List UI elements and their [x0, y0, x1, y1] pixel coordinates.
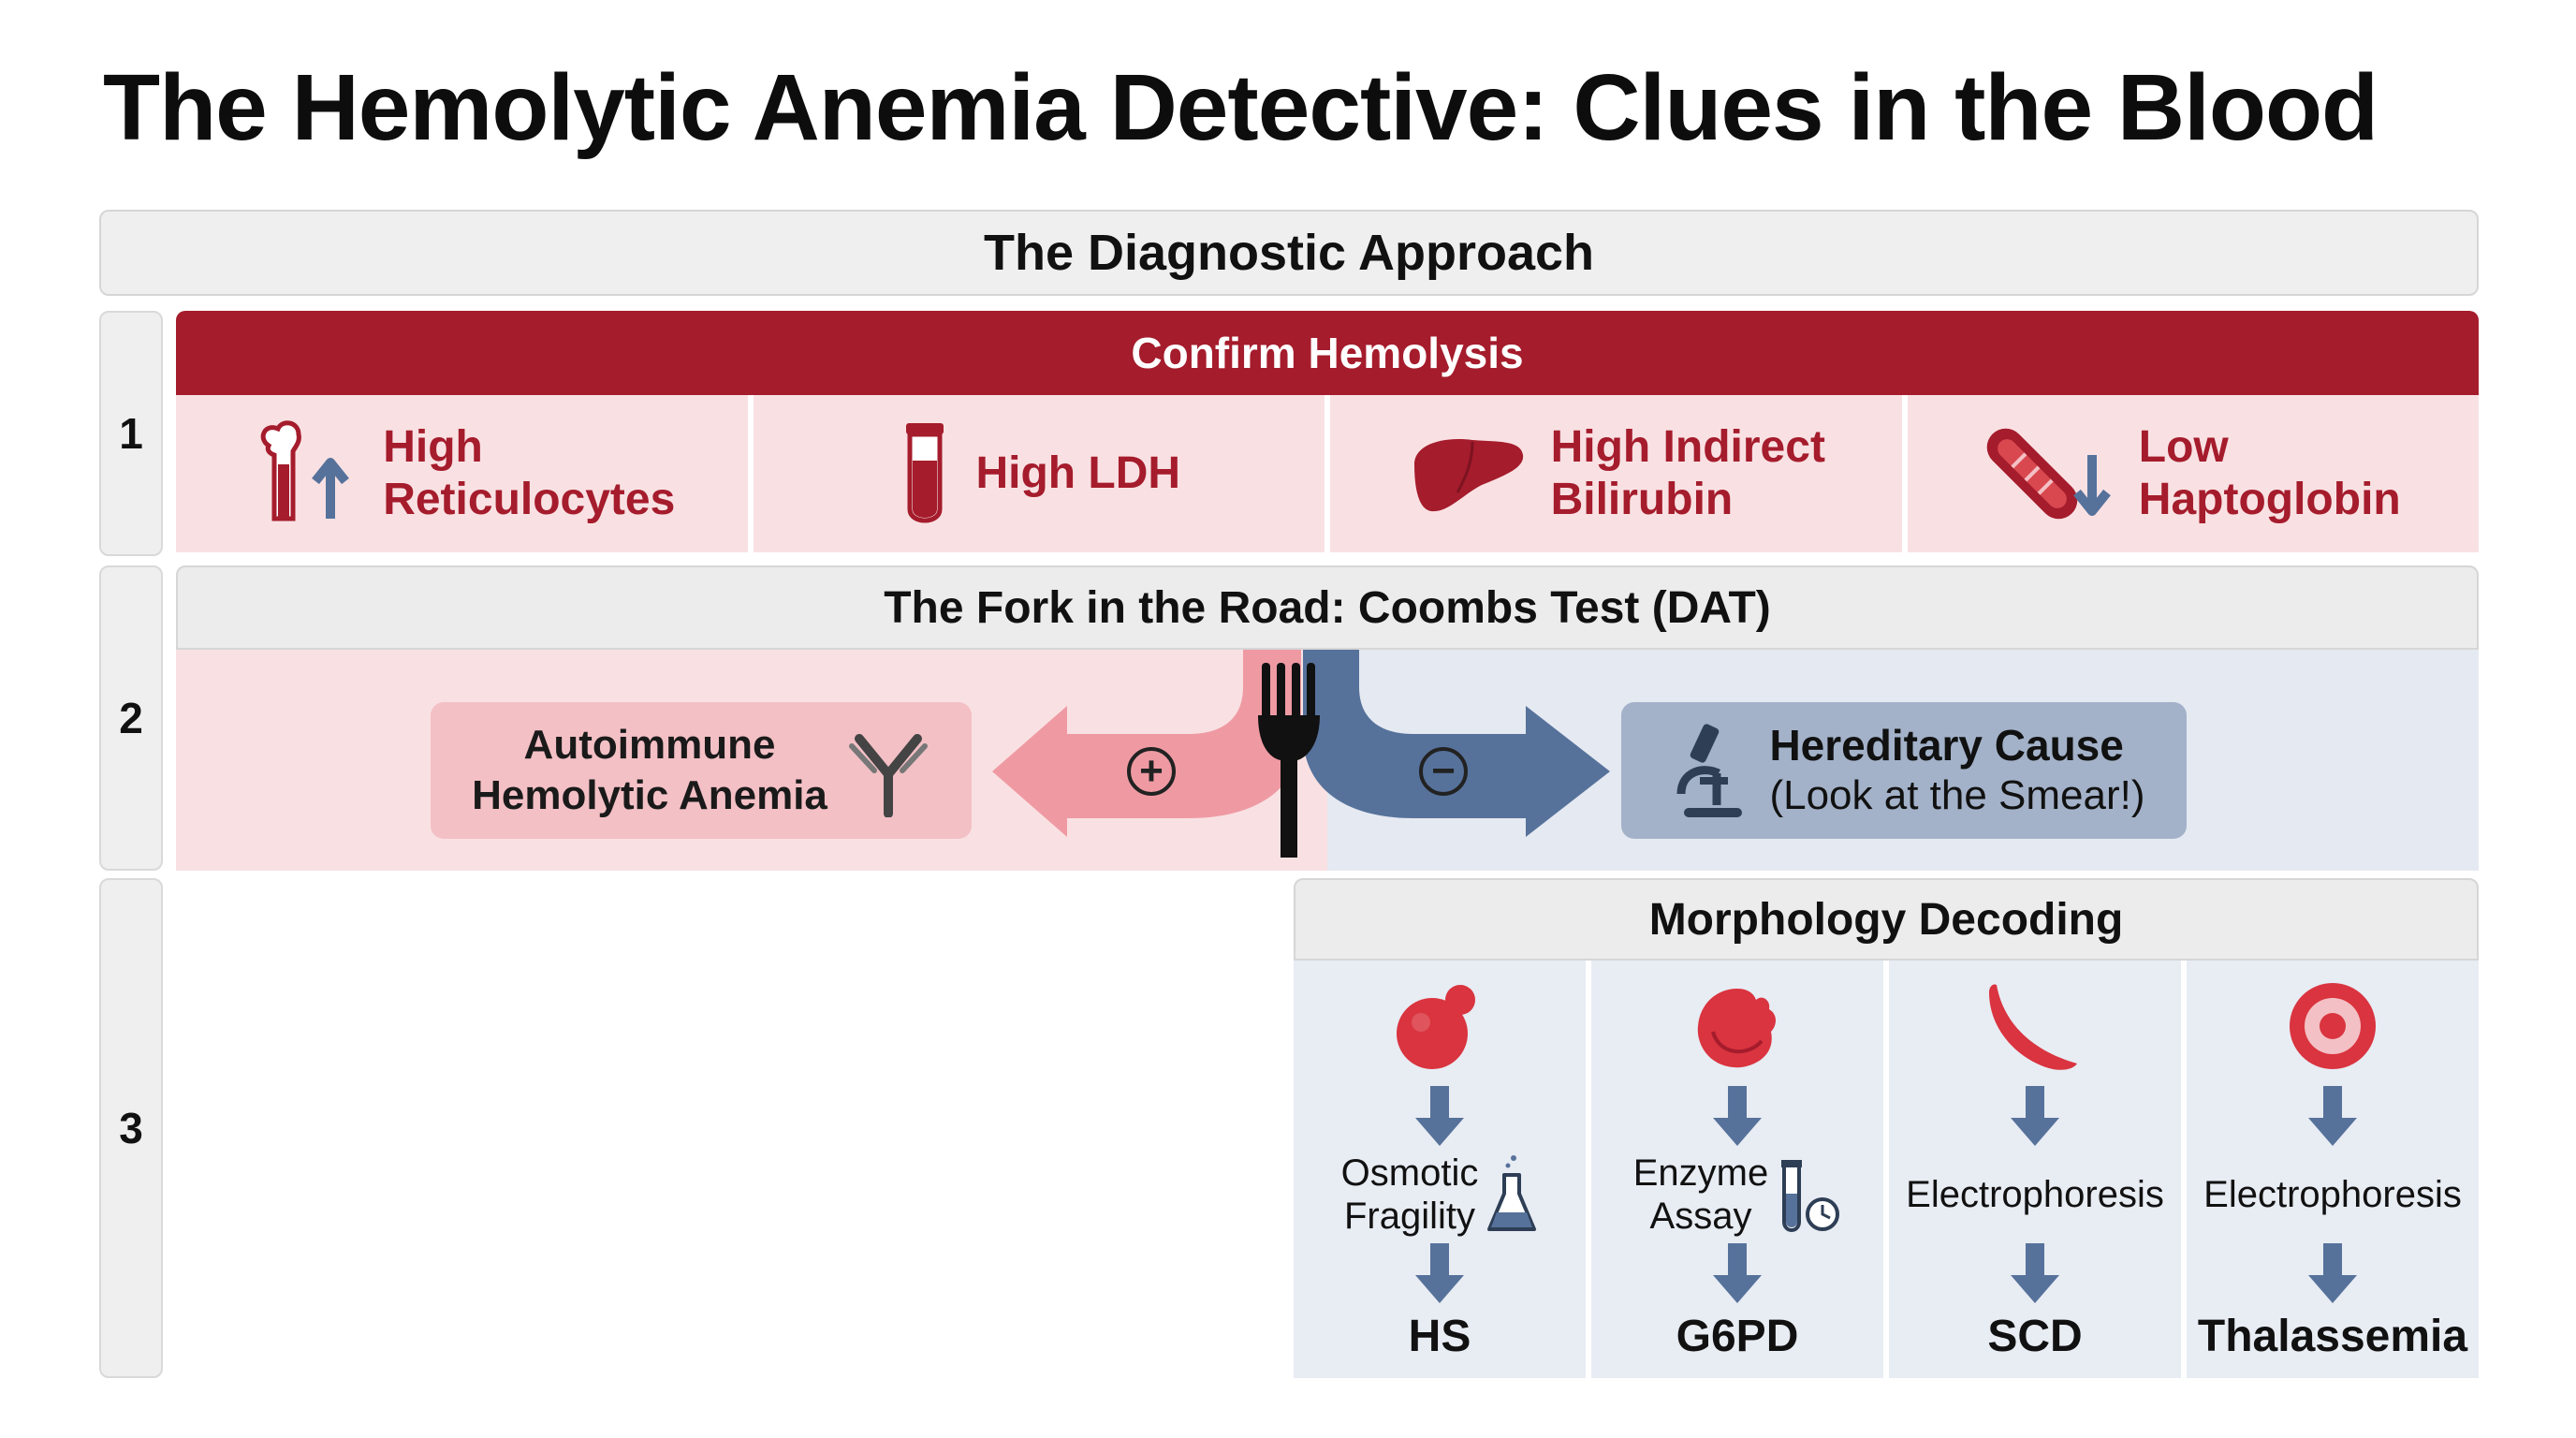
morphology-column-g6pd: Enzyme Assay G6PD	[1591, 961, 1883, 1378]
positive-symbol	[1127, 747, 1176, 796]
hemolysis-findings: High Reticulocytes High LDH High Indirec…	[176, 395, 2479, 552]
autoimmune-box: Autoimmune Hemolytic Anemia	[431, 702, 972, 839]
result-label: SCD	[1987, 1312, 2083, 1361]
haptoglobin-down-arrow-icon	[1986, 428, 2111, 520]
test-row: Enzyme Assay	[1591, 1148, 1883, 1241]
test-label: Osmotic Fragility	[1340, 1152, 1479, 1237]
microscope-icon	[1676, 724, 1743, 817]
finding-reticulocytes: High Reticulocytes	[176, 395, 748, 552]
negative-arrow	[1303, 650, 1610, 837]
bone-marrow-up-arrow-icon	[260, 420, 350, 521]
negative-symbol	[1419, 747, 1468, 796]
test-row: Osmotic Fragility	[1294, 1148, 1586, 1241]
liver-icon	[1413, 439, 1523, 512]
down-arrow-icon	[2011, 1086, 2059, 1146]
morphology-column-scd: Electrophoresis SCD	[1889, 961, 2181, 1378]
test-label: Electrophoresis	[2203, 1174, 2462, 1215]
finding-label: High Indirect Bilirubin	[1550, 422, 1825, 524]
hereditary-title: Hereditary Cause	[1769, 721, 2124, 770]
test-row: Electrophoresis	[2187, 1148, 2479, 1241]
flask-icon	[1487, 1155, 1537, 1231]
down-arrow-icon	[1415, 1243, 1464, 1303]
result-label: HS	[1408, 1312, 1471, 1361]
morphology-header: Morphology Decoding	[1294, 878, 2479, 961]
finding-label: High LDH	[975, 448, 1181, 498]
positive-symbol-text: +	[1139, 748, 1164, 794]
result-label: Thalassemia	[2197, 1312, 2468, 1361]
spherocyte-icon	[1397, 985, 1475, 1069]
coombs-test-header: The Fork in the Road: Coombs Test (DAT)	[176, 565, 2479, 650]
fork-arrows	[992, 650, 1610, 858]
confirm-hemolysis-header: Confirm Hemolysis	[176, 311, 2479, 395]
test-label: Enzyme Assay	[1632, 1152, 1769, 1237]
step-number-2: 2	[99, 565, 163, 871]
test-label: Electrophoresis	[1906, 1174, 2164, 1215]
hereditary-text: Hereditary Cause (Look at the Smear!)	[1769, 720, 2144, 821]
morphology-columns: Osmotic Fragility HS Enzyme Assay	[1294, 961, 2479, 1378]
finding-ldh: High LDH	[753, 395, 1325, 552]
sickle-cell-icon	[1989, 984, 2077, 1070]
finding-bilirubin: High Indirect Bilirubin	[1330, 395, 1902, 552]
test-row: Electrophoresis	[1889, 1148, 2181, 1241]
autoimmune-label: Autoimmune Hemolytic Anemia	[472, 722, 827, 818]
finding-haptoglobin: Low Haptoglobin	[1907, 395, 2479, 552]
finding-label: High Reticulocytes	[383, 422, 676, 524]
hereditary-box: Hereditary Cause (Look at the Smear!)	[1621, 702, 2187, 839]
down-arrow-icon	[1415, 1086, 1464, 1146]
positive-arrow	[992, 650, 1301, 837]
finding-label: Low Haptoglobin	[2138, 422, 2401, 524]
tube-timer-icon	[1781, 1160, 1840, 1232]
result-label: G6PD	[1676, 1312, 1799, 1361]
negative-symbol-text: −	[1431, 748, 1456, 794]
blood-tube-icon	[906, 423, 944, 523]
down-arrow-icon	[2011, 1243, 2059, 1303]
morphology-column-thalassemia: Electrophoresis Thalassemia	[2187, 961, 2479, 1378]
approach-header: The Diagnostic Approach	[99, 210, 2479, 296]
hereditary-subtitle: (Look at the Smear!)	[1769, 772, 2145, 818]
antibody-icon	[848, 734, 928, 817]
step-number-1: 1	[99, 311, 163, 556]
down-arrow-icon	[1713, 1086, 1762, 1146]
target-cell-icon	[2290, 983, 2376, 1069]
bite-cell-icon	[1697, 989, 1776, 1068]
down-arrow-icon	[2308, 1086, 2357, 1146]
page-title: The Hemolytic Anemia Detective: Clues in…	[103, 55, 2378, 160]
fork-icon	[1258, 663, 1320, 858]
down-arrow-icon	[1713, 1243, 1762, 1303]
morphology-column-hs: Osmotic Fragility HS	[1294, 961, 1586, 1378]
step-number-3: 3	[99, 878, 163, 1378]
down-arrow-icon	[2308, 1243, 2357, 1303]
